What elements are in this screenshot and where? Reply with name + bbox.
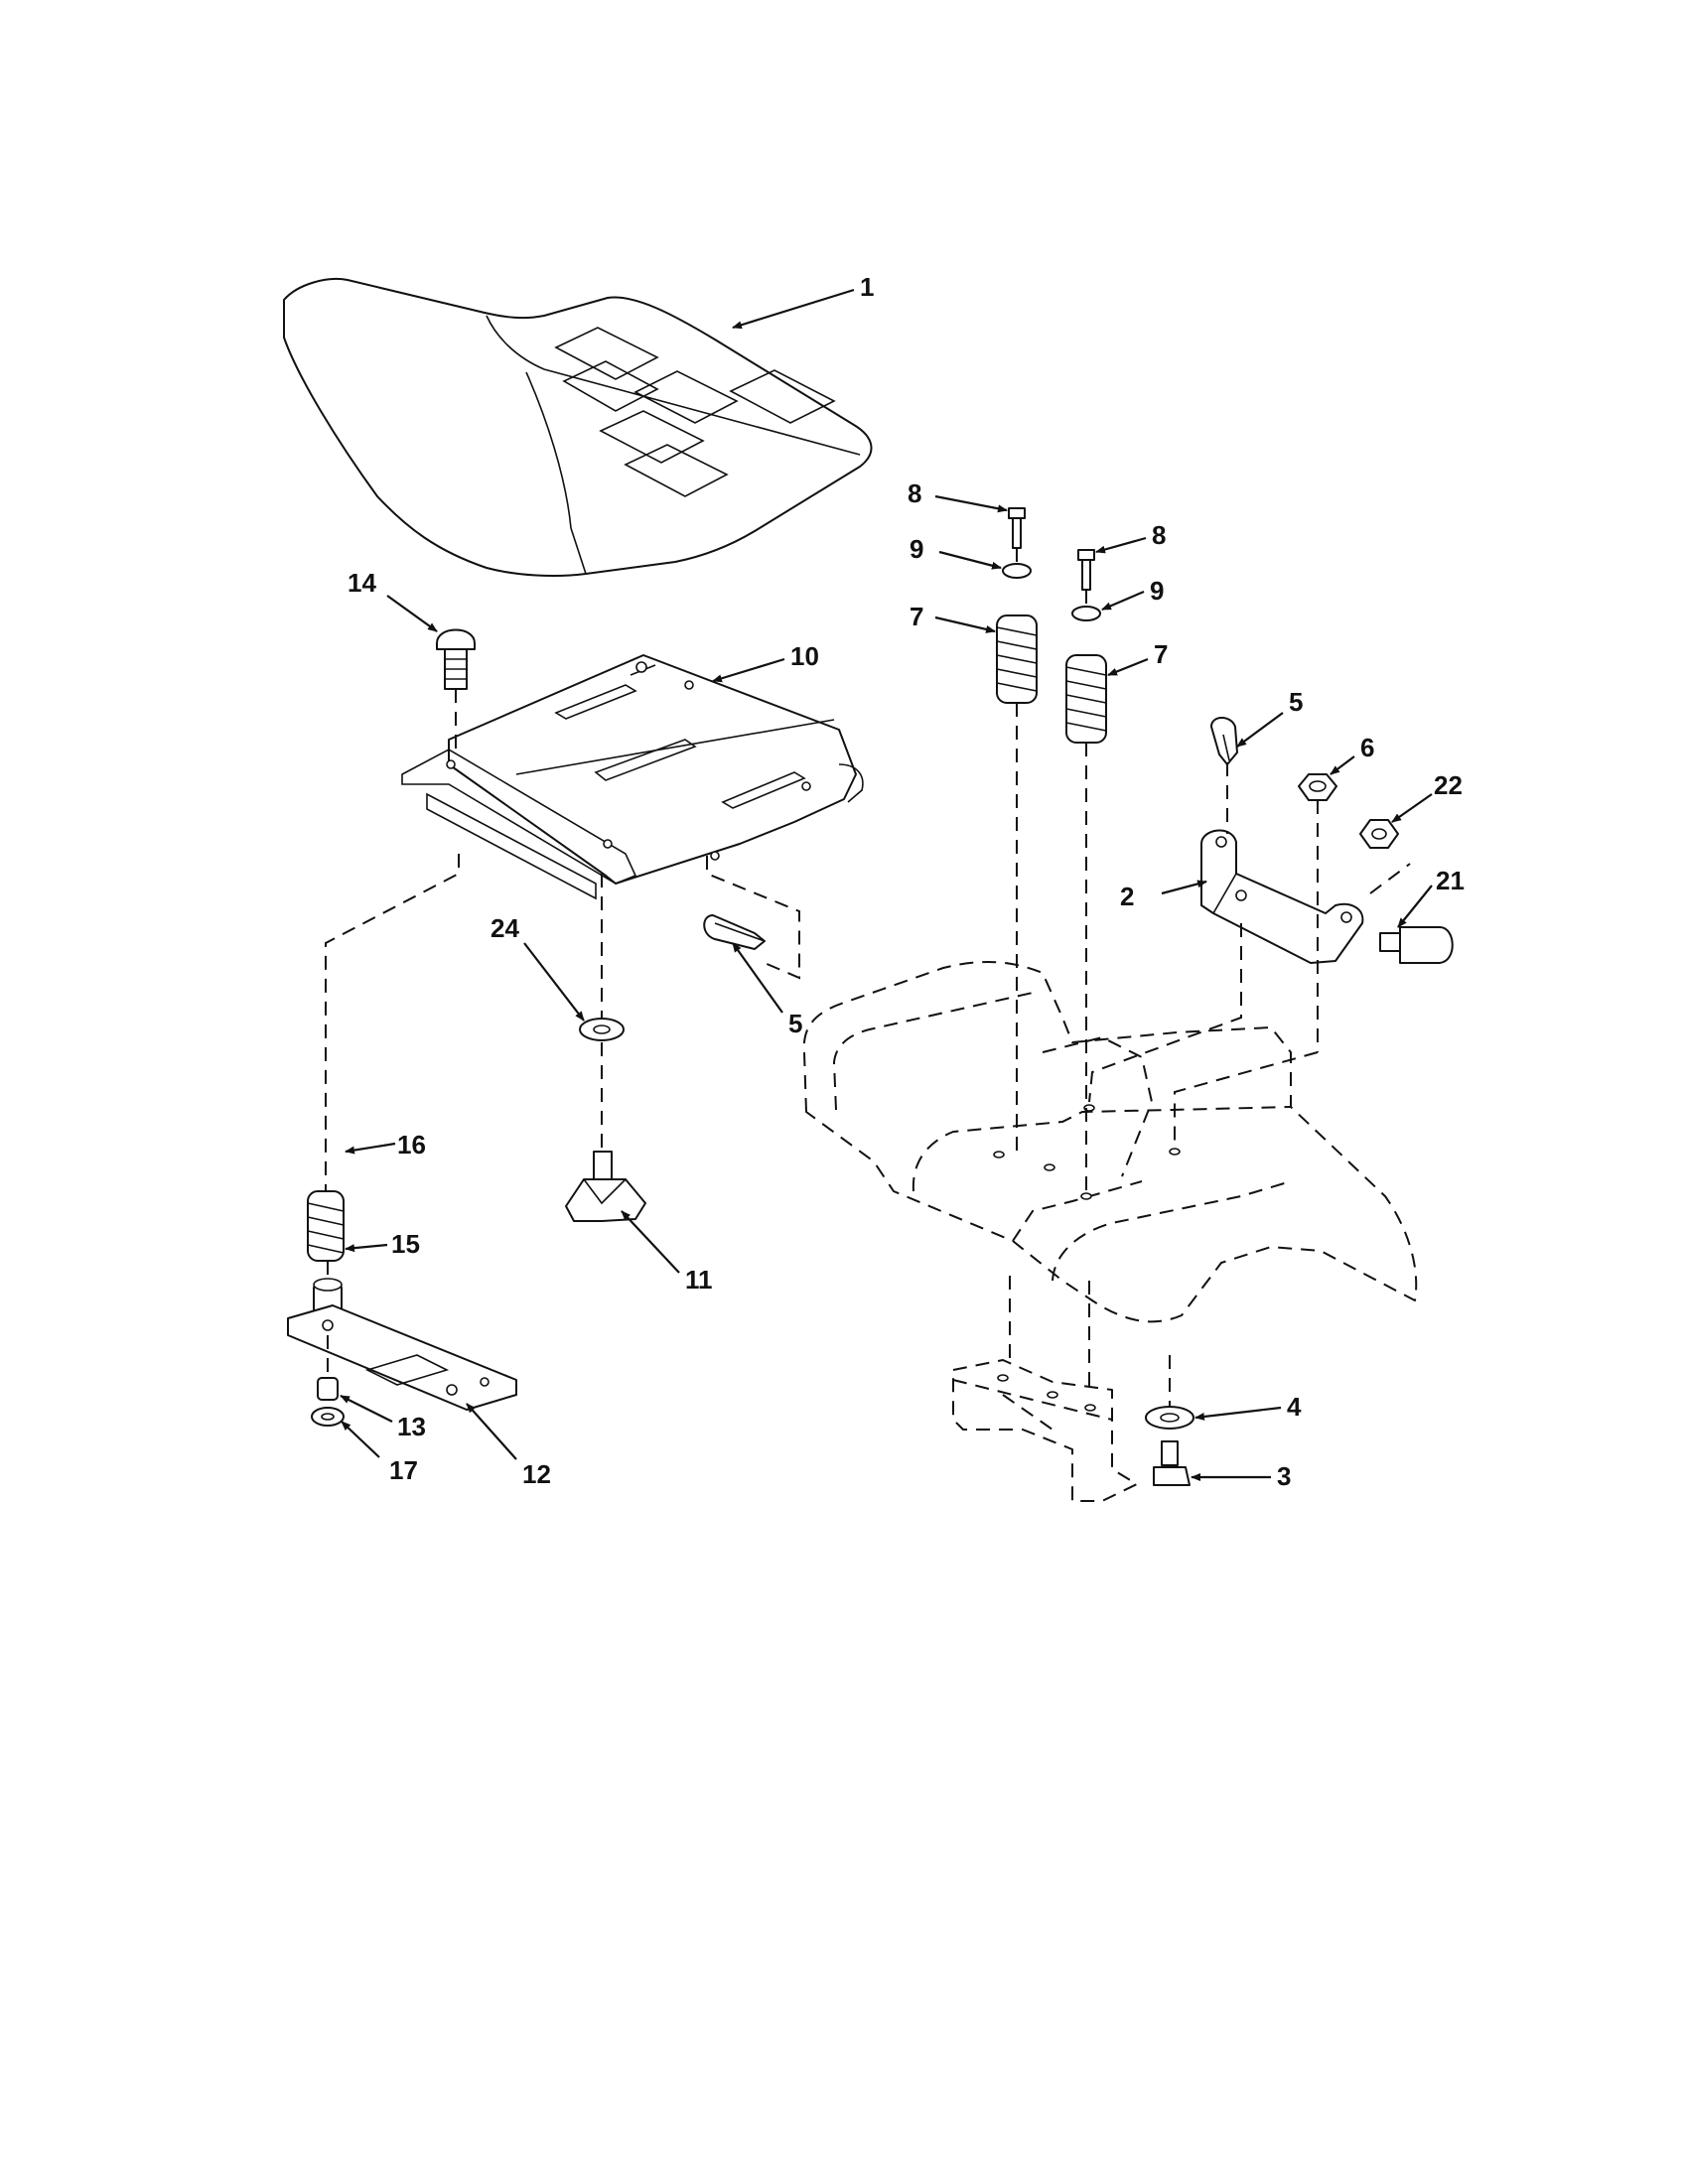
adjustment-knob <box>565 1151 646 1222</box>
washer-9-left <box>1002 563 1032 579</box>
hex-bolt-3 <box>1153 1440 1191 1486</box>
callout-1: 1 <box>860 272 874 302</box>
washer-17 <box>311 1407 345 1427</box>
washer-24 <box>579 1018 625 1041</box>
callout-24: 24 <box>491 913 519 943</box>
callout-2: 2 <box>1120 882 1134 911</box>
callout-5-right: 5 <box>1289 687 1303 717</box>
callout-22: 22 <box>1434 770 1463 800</box>
callout-16: 16 <box>397 1130 426 1160</box>
callout-10: 10 <box>790 641 819 671</box>
seat <box>283 278 873 577</box>
callout-labels: 1 2 3 4 5 5 6 7 7 8 8 9 9 10 11 12 13 14… <box>348 272 1465 1491</box>
assembly-lines <box>325 548 1411 1407</box>
pivot-bracket <box>1200 829 1364 964</box>
callout-6: 6 <box>1360 733 1374 762</box>
washer-4 <box>1145 1406 1194 1430</box>
callout-9-left: 9 <box>910 534 923 564</box>
callout-14: 14 <box>348 568 376 598</box>
callout-21: 21 <box>1436 866 1465 895</box>
shoulder-bolt-21 <box>1379 926 1454 964</box>
seat-adjust-plate <box>287 1304 517 1411</box>
callout-8-left: 8 <box>908 478 921 508</box>
seat-pan <box>401 654 864 900</box>
lock-nut-6 <box>1298 773 1337 801</box>
callout-15: 15 <box>391 1229 420 1259</box>
callout-5-left: 5 <box>788 1009 802 1038</box>
spring-7-left <box>996 614 1038 704</box>
callout-8-right: 8 <box>1152 520 1166 550</box>
callout-17: 17 <box>389 1455 418 1485</box>
hairpin-clip-left <box>703 914 766 950</box>
callout-4: 4 <box>1287 1392 1302 1422</box>
nut-13 <box>317 1377 339 1401</box>
callout-7-left: 7 <box>910 602 923 631</box>
carriage-bolt <box>436 628 476 690</box>
spring-16 <box>307 1190 345 1262</box>
hairpin-clip-right <box>1210 717 1238 765</box>
lower-mount-reference <box>952 1359 1138 1502</box>
callout-3: 3 <box>1277 1461 1291 1491</box>
callout-7-right: 7 <box>1154 639 1168 669</box>
bolt-8-left <box>1008 507 1026 549</box>
callout-leaders <box>340 288 1433 1481</box>
nut-22 <box>1359 819 1399 849</box>
callout-11: 11 <box>685 1265 713 1295</box>
callout-13: 13 <box>397 1412 426 1441</box>
chassis-frame-reference <box>802 961 1418 1323</box>
bolt-8-right <box>1077 549 1095 591</box>
washer-9-right <box>1071 606 1101 621</box>
callout-12: 12 <box>522 1459 551 1489</box>
spring-7-right <box>1065 654 1107 744</box>
callout-9-right: 9 <box>1150 576 1164 606</box>
